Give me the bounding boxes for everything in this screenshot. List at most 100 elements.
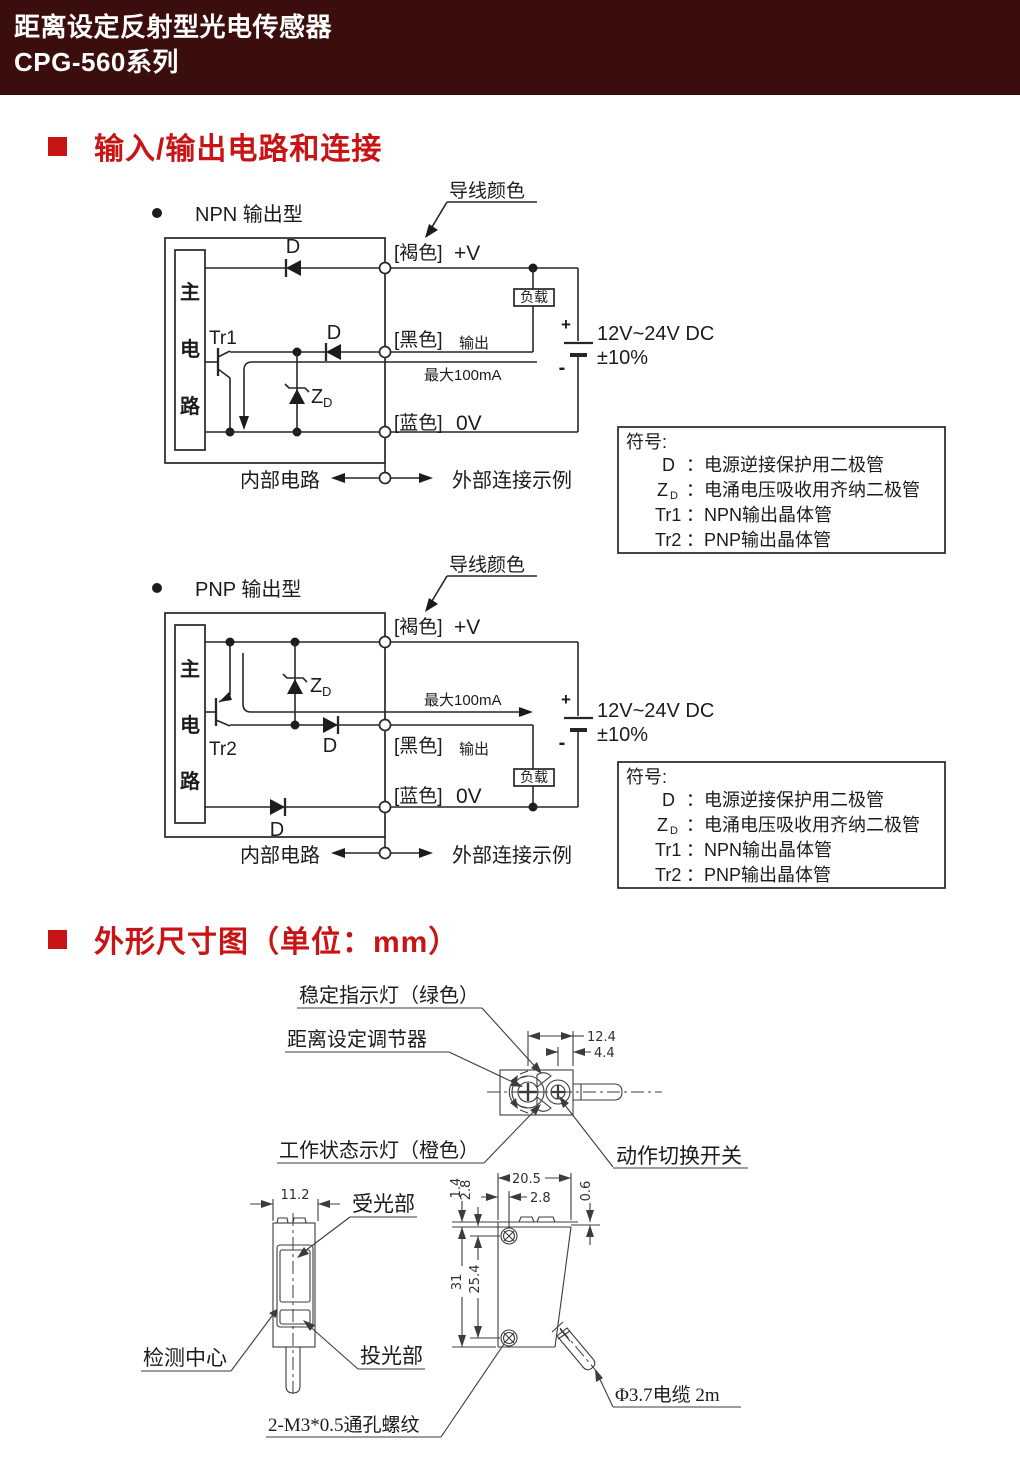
red-square-bullet-icon bbox=[48, 929, 67, 949]
battery-minus: - bbox=[559, 357, 566, 379]
load-label: 负载 bbox=[520, 769, 548, 785]
load-box bbox=[513, 768, 555, 787]
external-connection-label: 外部连接示例 bbox=[452, 844, 572, 867]
legend-desc: ：电源逆接保护用二极管 bbox=[686, 455, 884, 475]
wire-black-label: [黑色] bbox=[394, 735, 443, 757]
section-dim-heading: 外形尺寸图（单位：mm） bbox=[48, 917, 459, 961]
arrowhead-icon bbox=[419, 473, 433, 483]
diode-icon bbox=[286, 260, 301, 276]
wire-brown-label: [褐色] bbox=[394, 242, 443, 264]
main-circuit-box bbox=[174, 624, 206, 824]
red-square-bullet-icon bbox=[48, 136, 67, 156]
receiver-window bbox=[279, 1249, 311, 1303]
pnp-transistor-icon: Tr2 bbox=[205, 642, 237, 760]
dim-value: 25.4 bbox=[468, 1265, 483, 1294]
legend-label: Tr2 bbox=[655, 865, 681, 885]
legend-box bbox=[617, 761, 946, 889]
diode-label: D bbox=[323, 735, 337, 757]
legend-label: Tr2 bbox=[655, 530, 681, 550]
diode-label: D bbox=[327, 322, 341, 344]
arrowhead-icon bbox=[559, 1096, 569, 1108]
bullet-icon bbox=[152, 583, 162, 593]
legend-desc: ：PNP输出晶体管 bbox=[686, 865, 831, 885]
symbol-legend-npn: 符号: D ：电源逆接保护用二极管 Z D ：电涌电压吸收用齐纳二极管 Tr1 … bbox=[617, 426, 946, 554]
terminal-icon bbox=[378, 425, 392, 439]
battery-plus: + bbox=[561, 690, 571, 709]
diode-label: D bbox=[270, 819, 284, 841]
zener-label: Z bbox=[310, 675, 322, 697]
main-circuit-char: 主 bbox=[180, 657, 200, 681]
side-view: Φ3.7电缆 2m 20.5 2.8 1.4 bbox=[449, 1172, 741, 1408]
wire-0v-label: 0V bbox=[456, 412, 482, 435]
cable-side-view bbox=[551, 1321, 599, 1374]
wire-output-label: 输出 bbox=[459, 741, 489, 758]
thread-label: 2-M3*0.5通孔螺纹 bbox=[268, 1414, 419, 1436]
diode-icon bbox=[323, 717, 338, 733]
battery-icon: + - bbox=[559, 268, 593, 432]
emitter-window bbox=[279, 1309, 311, 1325]
screw-hole-upper bbox=[500, 1227, 518, 1245]
cable-top-view bbox=[573, 1083, 623, 1101]
legend-desc: ：电源逆接保护用二极管 bbox=[686, 790, 884, 810]
dim-0-6: 0.6 bbox=[579, 1181, 594, 1245]
dim-value: 0.6 bbox=[579, 1181, 594, 1202]
arrowhead-icon bbox=[239, 416, 249, 430]
terminal-icon bbox=[378, 635, 392, 649]
arrowhead-icon bbox=[595, 1369, 603, 1382]
wire-blue-label: [蓝色] bbox=[394, 785, 443, 807]
dim-2-8-horizontal: 2.8 bbox=[481, 1191, 551, 1228]
legend-desc: ：电涌电压吸收用齐纳二极管 bbox=[686, 815, 920, 835]
io-circuit-diagrams: NPN 输出型 导线颜色 主 电 路 D 负载 + - 12V~ bbox=[152, 180, 946, 889]
cable-front-view bbox=[285, 1347, 301, 1394]
legend-desc: ：PNP输出晶体管 bbox=[686, 530, 831, 550]
main-circuit-char: 路 bbox=[180, 394, 201, 418]
npn-transistor-icon: Tr1 bbox=[205, 328, 237, 437]
zener-label-sub: D bbox=[323, 395, 332, 410]
max-current-label: 最大100mA bbox=[424, 367, 502, 384]
dim-4-4: 4.4 bbox=[546, 1046, 615, 1066]
legend-label-sub: D bbox=[670, 490, 678, 502]
arrowhead-icon bbox=[519, 707, 533, 717]
mode-switch-dial bbox=[545, 1079, 571, 1105]
main-circuit-char: 路 bbox=[180, 769, 201, 793]
arrowhead-icon bbox=[419, 848, 433, 858]
wire-color-note: 导线颜色 bbox=[449, 180, 525, 202]
main-circuit-char: 电 bbox=[180, 714, 200, 737]
wire-0v-label: 0V bbox=[456, 785, 482, 808]
detection-center-label: 检测中心 bbox=[143, 1346, 227, 1370]
legend-label: Tr1 bbox=[655, 505, 681, 525]
product-title: 距离设定反射型光电传感器 bbox=[14, 12, 333, 42]
front-view: 11.2 受光部 检测中心 投光部 2-M3*0.5通孔螺纹 bbox=[141, 1188, 507, 1438]
mode-switch-label: 动作切换开关 bbox=[616, 1144, 742, 1168]
top-view: 稳定指示灯（绿色） 距离设定调节器 bbox=[277, 984, 748, 1169]
legend-label: Tr1 bbox=[655, 840, 681, 860]
arrowhead-icon bbox=[425, 598, 438, 612]
dim-value: 1.4 bbox=[449, 1178, 464, 1199]
arrowhead-icon bbox=[531, 1062, 542, 1074]
distance-adjuster-dial bbox=[508, 1070, 545, 1114]
battery-icon: + - bbox=[559, 642, 593, 807]
section-io-heading: 输入/输出电路和连接 bbox=[48, 124, 382, 168]
dim-value: 4.4 bbox=[594, 1046, 615, 1061]
zener-diode-icon: Z D bbox=[282, 642, 331, 725]
dim-value: 2.8 bbox=[459, 1180, 474, 1201]
arrowhead-icon bbox=[530, 1104, 541, 1115]
arrowhead-icon bbox=[303, 1320, 315, 1331]
legend-label: D bbox=[662, 455, 675, 475]
stability-led-label: 稳定指示灯（绿色） bbox=[299, 984, 479, 1007]
distance-adjuster-label: 距离设定调节器 bbox=[287, 1028, 427, 1051]
main-circuit-char: 电 bbox=[180, 338, 200, 361]
diode-label: D bbox=[286, 236, 300, 258]
legend-label: Z bbox=[657, 480, 668, 500]
emitter-label: 投光部 bbox=[360, 1344, 423, 1368]
dim-31: 31 bbox=[450, 1227, 496, 1348]
arrowhead-icon bbox=[269, 1309, 277, 1318]
dim-value: 12.4 bbox=[587, 1030, 616, 1045]
arrowhead-icon bbox=[331, 473, 345, 483]
legend-label: Z bbox=[657, 815, 668, 835]
sensor-body-front bbox=[272, 1222, 316, 1348]
supply-voltage: 12V~24V DC bbox=[597, 323, 714, 345]
terminal-icon bbox=[378, 261, 392, 275]
terminal-icon bbox=[378, 846, 392, 860]
dim-11-2: 11.2 bbox=[250, 1188, 340, 1221]
